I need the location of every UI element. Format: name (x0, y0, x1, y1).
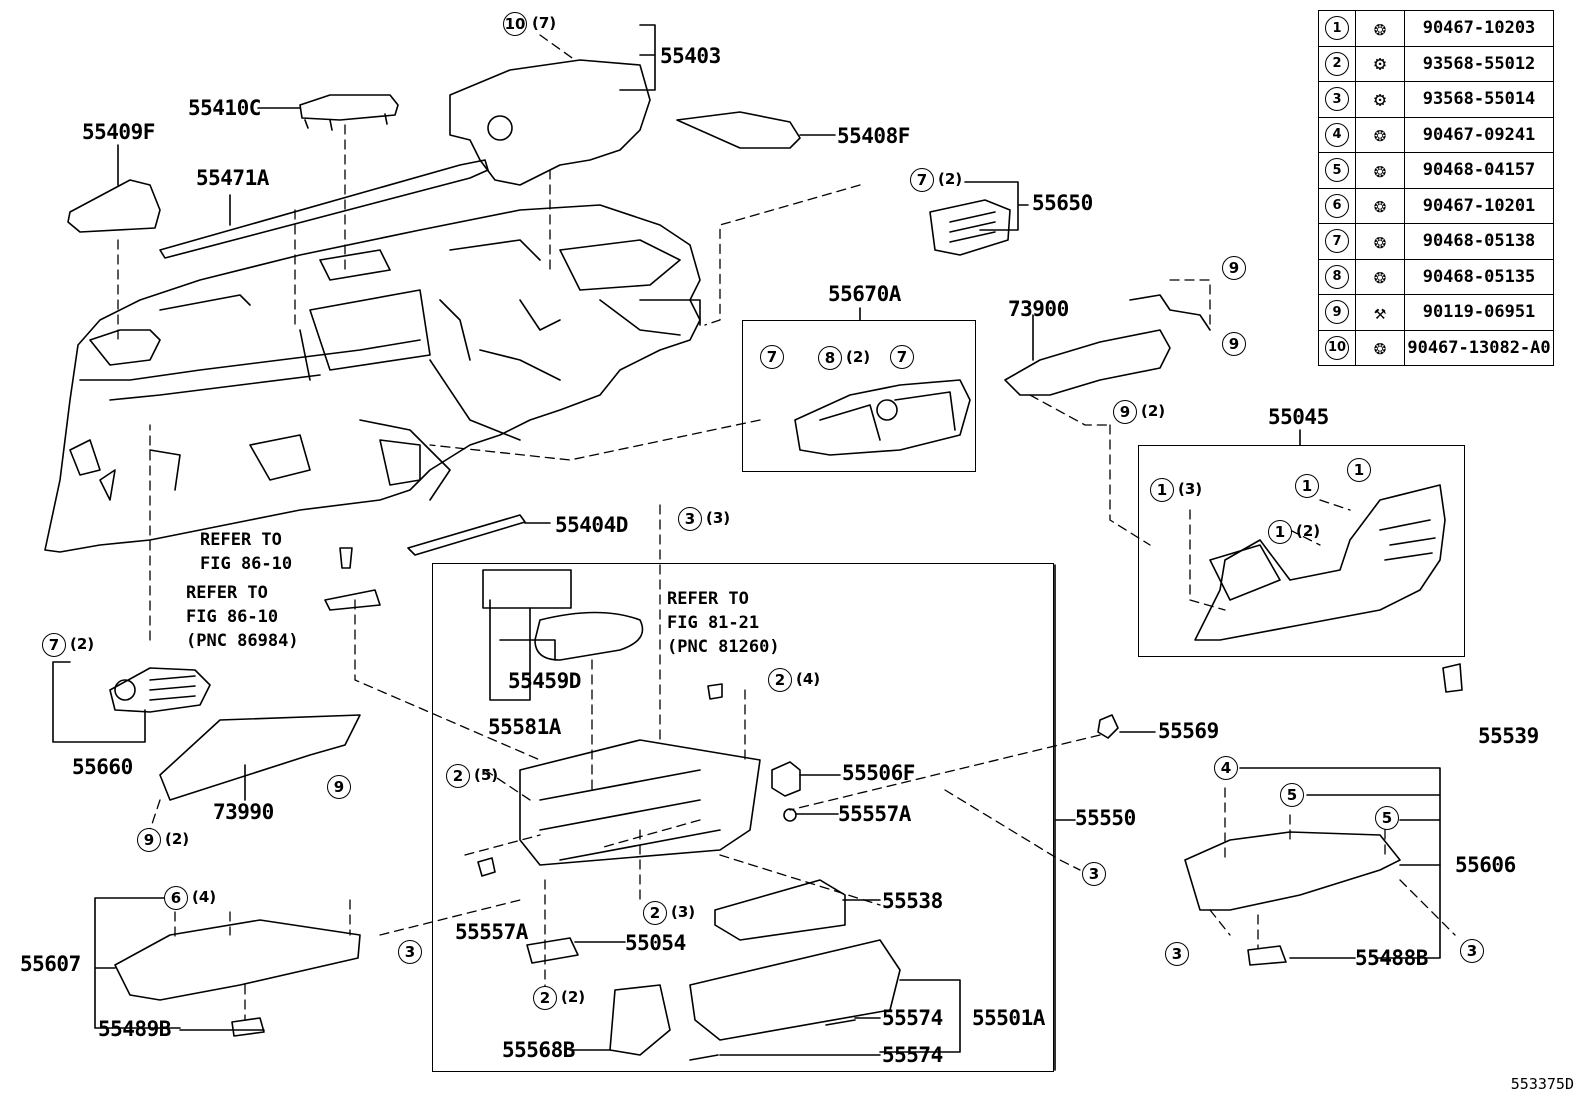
part-label-55409F[interactable]: 55409F (82, 120, 155, 144)
part-label-55403[interactable]: 55403 (660, 44, 721, 68)
glove-box-frame (432, 563, 1054, 1072)
legend-row: 10 ❂ 90467-13082-A0 (1318, 329, 1554, 366)
illustration-number: 553375D (1510, 1075, 1574, 1093)
part-label-55410C[interactable]: 55410C (188, 96, 261, 120)
legend-part-number[interactable]: 90468-04157 (1404, 152, 1554, 189)
part-label-55568B[interactable]: 55568B (502, 1038, 575, 1062)
part-label-55404D[interactable]: 55404D (555, 513, 628, 537)
refer-note-pnc-81260[interactable]: REFER TO FIG 81-21 (PNC 81260) (667, 589, 780, 657)
clip-icon: ❂ (1373, 193, 1387, 218)
legend-part-number[interactable]: 90467-10201 (1404, 187, 1554, 224)
legend-row: 9 ⚒ 90119-06951 (1318, 294, 1554, 331)
alignment-dashes (117, 34, 1456, 1021)
part-label-55569[interactable]: 55569 (1158, 719, 1219, 743)
screw-icon: ⚙ (1373, 86, 1387, 111)
part-label-55557A-left[interactable]: 55557A (455, 920, 528, 944)
legend-part-number[interactable]: 90468-05135 (1404, 258, 1554, 295)
part-label-55488B[interactable]: 55488B (1355, 946, 1428, 970)
part-label-55557A-right[interactable]: 55557A (838, 802, 911, 826)
part-label-55408F[interactable]: 55408F (837, 124, 910, 148)
legend-row: 8 ❂ 90468-05135 (1318, 258, 1554, 295)
part-label-55539[interactable]: 55539 (1478, 724, 1539, 748)
legend-callout-number: 8 (1325, 264, 1349, 289)
part-label-55574-lower[interactable]: 55574 (882, 1043, 943, 1067)
legend-callout-number: 7 (1325, 229, 1349, 254)
legend-callout-number: 2 (1325, 51, 1349, 76)
part-label-55459D[interactable]: 55459D (508, 669, 581, 693)
part-label-55660[interactable]: 55660 (72, 755, 133, 779)
part-label-73990[interactable]: 73990 (213, 800, 274, 824)
legend-callout-number: 1 (1325, 16, 1349, 41)
part-label-55054[interactable]: 55054 (625, 931, 686, 955)
legend-row: 5 ❂ 90468-04157 (1318, 152, 1554, 189)
legend-callout-number: 10 (1325, 335, 1349, 360)
legend-callout-number: 6 (1325, 193, 1349, 218)
part-label-55607[interactable]: 55607 (20, 952, 81, 976)
legend-row: 7 ❂ 90468-05138 (1318, 223, 1554, 260)
part-label-55650[interactable]: 55650 (1032, 191, 1093, 215)
legend-callout-number: 9 (1325, 300, 1349, 325)
legend-row: 2 ⚙ 93568-55012 (1318, 45, 1554, 82)
part-label-55471A[interactable]: 55471A (196, 166, 269, 190)
part-label-55506F[interactable]: 55506F (842, 761, 915, 785)
instrument-panel-body (44, 204, 701, 553)
part-label-55581A[interactable]: 55581A (488, 715, 561, 739)
legend-part-number[interactable]: 90467-09241 (1404, 116, 1554, 153)
clip-icon: ❂ (1373, 228, 1387, 253)
legend-part-number[interactable]: 90468-05138 (1404, 223, 1554, 260)
legend-part-number[interactable]: 90119-06951 (1404, 294, 1554, 331)
legend-part-number[interactable]: 90467-13082-A0 (1404, 329, 1554, 366)
legend-part-number[interactable]: 90467-10203 (1404, 10, 1554, 47)
part-label-55550[interactable]: 55550 (1075, 806, 1136, 830)
bolt-icon: ⚒ (1373, 299, 1387, 324)
legend-row: 1 ❂ 90467-10203 (1318, 10, 1554, 47)
legend-callout-number: 4 (1325, 122, 1349, 147)
legend-part-number[interactable]: 93568-55014 (1404, 81, 1554, 118)
part-label-55501A[interactable]: 55501A (972, 1006, 1045, 1030)
finish-panel-frame (1138, 445, 1465, 657)
refer-note-fig-86-10[interactable]: REFER TO FIG 86-10 (200, 530, 293, 574)
part-label-55606[interactable]: 55606 (1455, 853, 1516, 877)
legend-row: 4 ❂ 90467-09241 (1318, 116, 1554, 153)
legend-row: 3 ⚙ 93568-55014 (1318, 81, 1554, 118)
vent-group-frame (742, 320, 976, 472)
clip-icon: ❂ (1373, 264, 1387, 289)
part-label-55538[interactable]: 55538 (882, 889, 943, 913)
refer-note-pnc-86984[interactable]: REFER TO FIG 86-10 (PNC 86984) (186, 583, 299, 651)
clip-icon: ❂ (1373, 122, 1387, 147)
part-label-55045[interactable]: 55045 (1268, 405, 1329, 429)
leader-lines (52, 24, 1441, 1071)
legend-row: 6 ❂ 90467-10201 (1318, 187, 1554, 224)
screw-icon: ⚙ (1373, 51, 1387, 76)
part-label-73900[interactable]: 73900 (1008, 297, 1069, 321)
legend-callout-number: 3 (1325, 87, 1349, 112)
part-label-55489B[interactable]: 55489B (98, 1017, 171, 1041)
legend-part-number[interactable]: 93568-55012 (1404, 45, 1554, 82)
part-label-55574-upper[interactable]: 55574 (882, 1006, 943, 1030)
part-label-55670A[interactable]: 55670A (828, 282, 901, 306)
legend-callout-number: 5 (1325, 158, 1349, 183)
clip-icon: ❂ (1373, 335, 1387, 360)
clip-icon: ❂ (1373, 157, 1387, 182)
clip-icon: ❂ (1373, 15, 1387, 40)
